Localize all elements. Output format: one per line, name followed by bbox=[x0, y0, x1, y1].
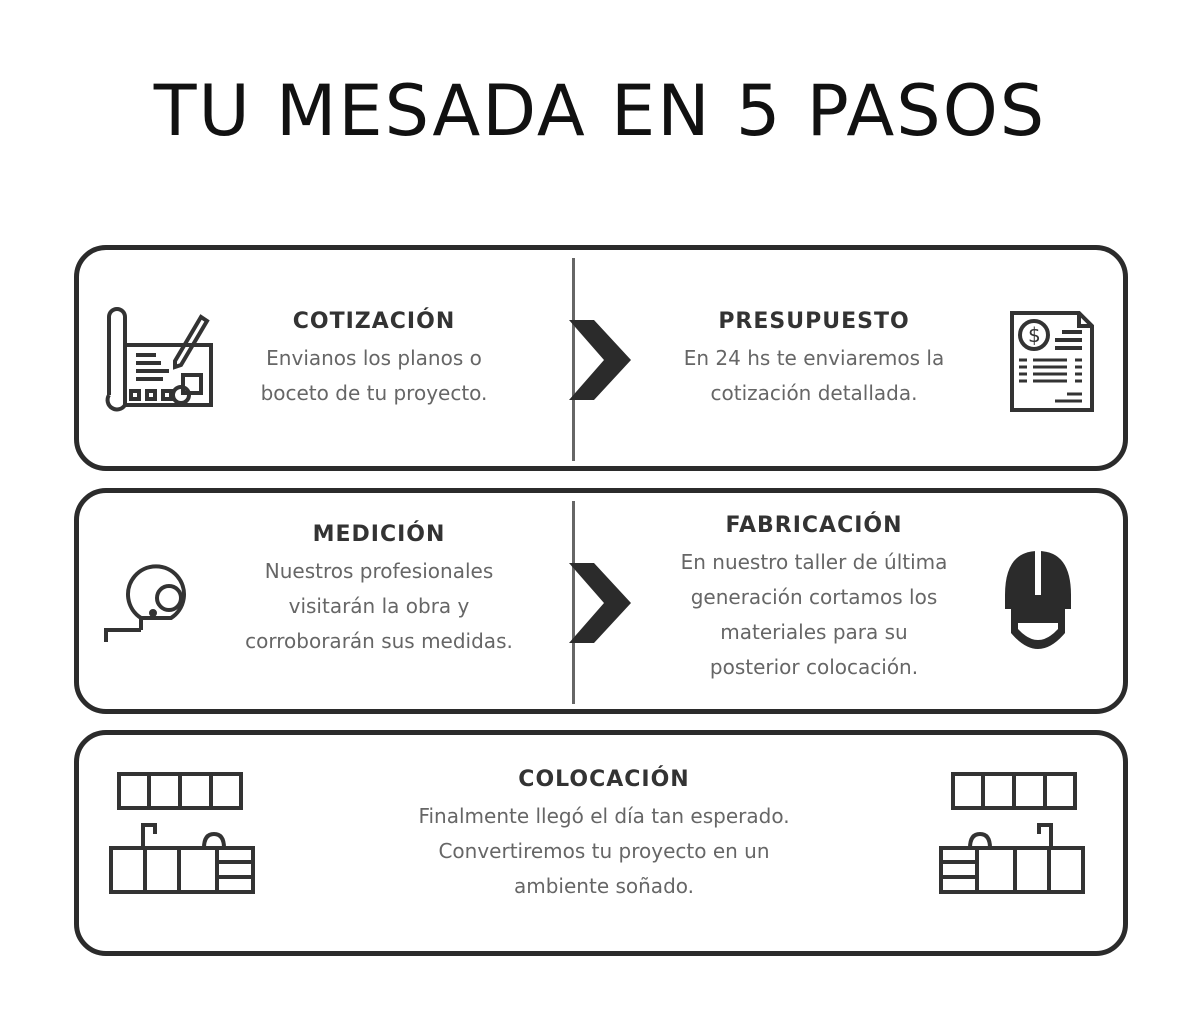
step-text: materiales para su bbox=[720, 620, 908, 644]
divider bbox=[572, 258, 575, 461]
step-text: Nuestros profesionales bbox=[264, 559, 494, 583]
step-title: COTIZACIÓN bbox=[292, 309, 456, 334]
steps-row-3: COLOCACIÓN Finalmente llegó el día tan e… bbox=[74, 730, 1128, 956]
step-text: boceto de tu proyecto. bbox=[260, 381, 488, 405]
step-title: PRESUPUESTO bbox=[718, 309, 910, 334]
chevron-right-icon bbox=[569, 320, 631, 400]
svg-text:$: $ bbox=[1028, 323, 1041, 347]
step-text: cotización detallada. bbox=[710, 381, 918, 405]
step-colocacion: COLOCACIÓN Finalmente llegó el día tan e… bbox=[339, 763, 869, 904]
divider bbox=[572, 501, 575, 704]
step-text: En nuestro taller de última bbox=[680, 550, 948, 574]
step-text: corroborarán sus medidas. bbox=[245, 629, 513, 653]
tape-measure-icon bbox=[104, 564, 186, 642]
step-title: MEDICIÓN bbox=[312, 522, 446, 547]
step-text: Envianos los planos o bbox=[266, 346, 482, 370]
invoice-icon: $ bbox=[1010, 311, 1094, 412]
step-medicion: MEDICIÓN Nuestros profesionales visitará… bbox=[219, 518, 539, 659]
kitchen-icon bbox=[939, 772, 1085, 894]
blueprint-icon bbox=[105, 307, 213, 412]
step-presupuesto: PRESUPUESTO En 24 hs te enviaremos la co… bbox=[654, 305, 974, 411]
steps-row-1: COTIZACIÓN Envianos los planos o boceto … bbox=[74, 245, 1128, 471]
steps-row-2: MEDICIÓN Nuestros profesionales visitará… bbox=[74, 488, 1128, 714]
step-text: Convertiremos tu proyecto en un bbox=[438, 839, 770, 863]
step-text: En 24 hs te enviaremos la bbox=[683, 346, 945, 370]
page-title: TU MESADA EN 5 PASOS bbox=[153, 70, 1047, 152]
kitchen-icon bbox=[109, 772, 255, 894]
hard-hat-icon bbox=[1005, 549, 1071, 649]
step-text: Finalmente llegó el día tan esperado. bbox=[418, 804, 790, 828]
step-text: visitarán la obra y bbox=[288, 594, 470, 618]
chevron-right-icon bbox=[569, 563, 631, 643]
step-text: ambiente soñado. bbox=[514, 874, 694, 898]
step-title: COLOCACIÓN bbox=[518, 767, 690, 792]
step-cotizacion: COTIZACIÓN Envianos los planos o boceto … bbox=[219, 305, 529, 411]
step-text: generación cortamos los bbox=[690, 585, 938, 609]
step-fabricacion: FABRICACIÓN En nuestro taller de última … bbox=[654, 509, 974, 685]
step-text: posterior colocación. bbox=[709, 655, 919, 679]
step-title: FABRICACIÓN bbox=[725, 513, 903, 538]
